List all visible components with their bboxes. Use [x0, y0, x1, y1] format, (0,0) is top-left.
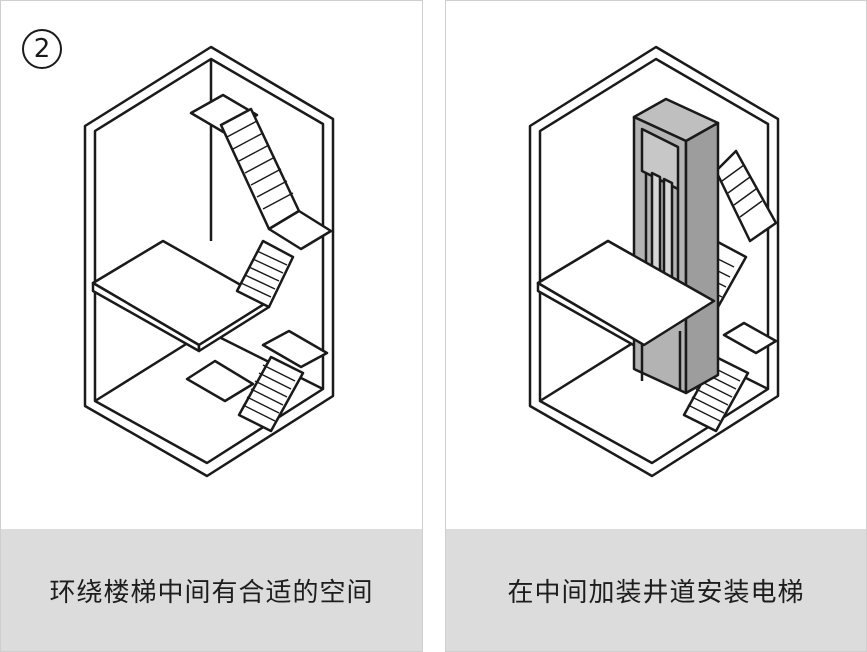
- caption-elevator: 在中间加装井道安装电梯: [446, 529, 866, 651]
- elevator-shaft: [632, 97, 720, 395]
- step-number-badge: 2: [22, 29, 62, 69]
- elevator-illustration: [528, 45, 780, 478]
- stairwell-illustration: [83, 45, 335, 478]
- panel-elevator: 在中间加装井道安装电梯: [445, 0, 867, 652]
- caption-stairs: 环绕楼梯中间有合适的空间: [1, 529, 422, 651]
- lower-stair-flight: [237, 355, 305, 433]
- panel-stairs: 2: [0, 0, 423, 652]
